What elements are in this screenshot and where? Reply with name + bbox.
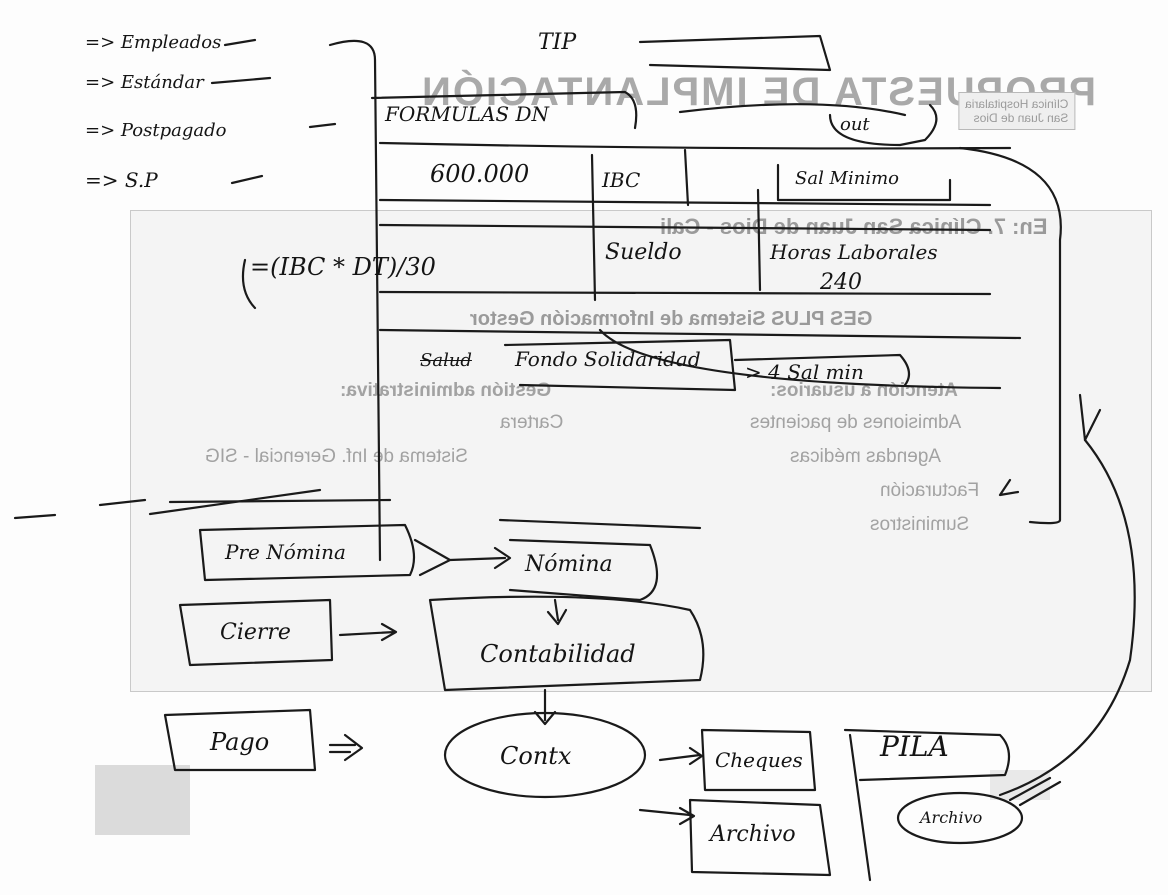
dash-mark: [15, 515, 55, 518]
arrow-head: [1000, 480, 1018, 495]
dash-mark: [212, 78, 270, 83]
table-col: [685, 150, 688, 205]
arrow: [535, 690, 555, 724]
flow-contabilidad: Contabilidad: [480, 640, 636, 668]
table-cell-right: > 4 Sal min: [745, 360, 864, 384]
dash-mark: [225, 40, 255, 45]
table-cell-left: 600.000: [430, 160, 529, 188]
arrow: [415, 540, 510, 575]
arrow: [660, 748, 702, 764]
formula-title: FORMULAS DN: [385, 102, 549, 126]
table-rule: [380, 292, 990, 294]
table-cell-middle: Fondo Solidaridad: [515, 347, 701, 371]
table-cell-middle: Sueldo: [605, 240, 682, 265]
arrow: [340, 624, 396, 640]
pila-line: [850, 735, 870, 880]
flow-nomina: Nómina: [525, 552, 613, 577]
tip-mark: TIP: [538, 30, 576, 55]
tip-box: [640, 36, 830, 70]
list-item: => Empleados: [85, 32, 221, 53]
list-item: => Postpagado: [85, 120, 226, 141]
arrow: [548, 600, 566, 624]
arrow-line: [1000, 440, 1135, 795]
dash-mark: [170, 500, 390, 502]
table-col: [592, 155, 595, 300]
table-cell-right: Horas Laborales: [770, 240, 938, 264]
list-item: => S.P: [85, 168, 158, 192]
dash-mark: [500, 520, 700, 528]
flow-contx: Contx: [500, 742, 571, 770]
table-col: [758, 190, 760, 290]
table-cell-middle: IBC: [602, 168, 640, 192]
bracket-line: [330, 41, 380, 560]
table-cell-left: =(IBC * DT)/30: [250, 253, 436, 281]
flow-pago: Pago: [210, 728, 269, 756]
flow-archivo: Archivo: [710, 822, 796, 847]
table-rule: [380, 330, 1020, 338]
scribble: [1010, 778, 1060, 805]
flow-cheques: Cheques: [715, 748, 803, 772]
arrow: [330, 735, 362, 760]
table-rule: [380, 143, 1010, 148]
arrow: [640, 808, 694, 824]
arrow-head: [1080, 395, 1100, 440]
out-mark: out: [840, 114, 870, 135]
underline: [680, 104, 905, 115]
table-cell-right-value: 240: [820, 270, 862, 295]
dash-mark: [310, 124, 335, 127]
table-rule: [380, 225, 990, 230]
list-item: => Estándar: [85, 72, 204, 93]
flow-archivo-pila: Archivo: [920, 808, 982, 827]
flow-cierre: Cierre: [220, 620, 291, 645]
table-cell-right: Sal Minimo: [795, 168, 899, 189]
table-cell-left: Salud: [420, 350, 472, 371]
dash-mark: [100, 500, 145, 505]
flow-pila: PILA: [880, 730, 949, 763]
dash-mark: [232, 176, 262, 183]
flow-prenomina: Pre Nómina: [225, 540, 346, 564]
